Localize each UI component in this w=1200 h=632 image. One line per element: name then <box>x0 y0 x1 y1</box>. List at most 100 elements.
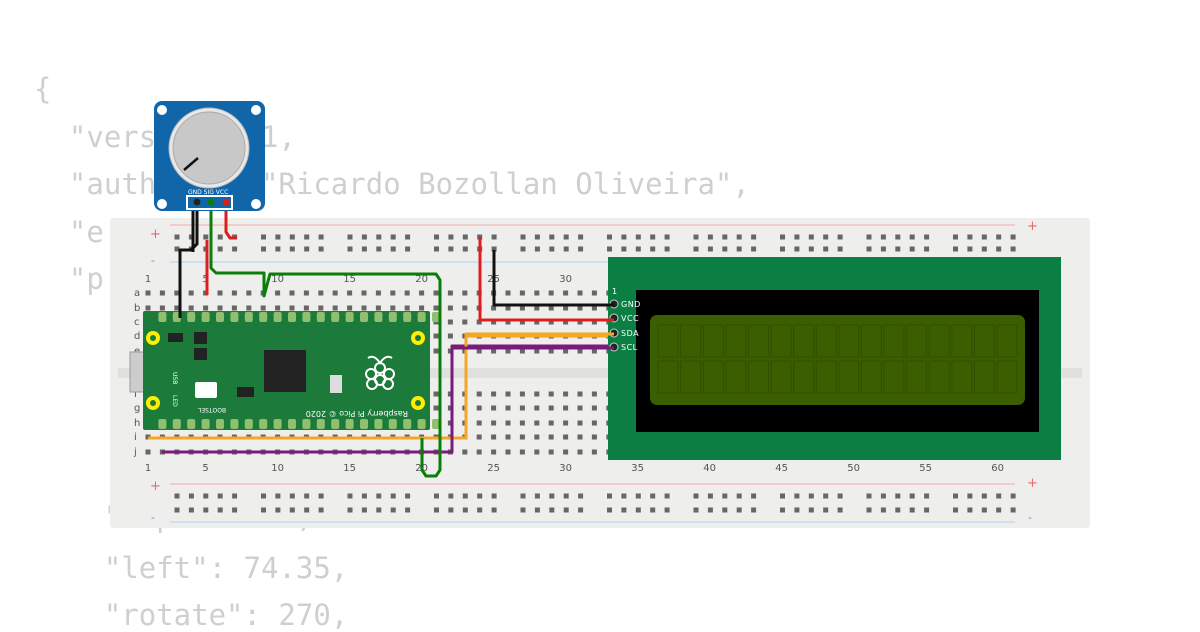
breadboard-hole <box>505 420 511 426</box>
rail-hole <box>780 493 785 499</box>
rail-hole <box>895 234 901 240</box>
rail-hole <box>304 493 310 499</box>
rail-plus-bottom-right: + <box>1027 476 1038 491</box>
rail-hole <box>520 246 526 252</box>
rail-hole <box>462 234 468 240</box>
rail-hole <box>405 246 411 252</box>
rail-hole <box>232 493 238 499</box>
breadboard-hole <box>361 290 367 296</box>
breadboard-hole <box>476 348 482 354</box>
pico-pin <box>403 312 412 322</box>
rail-hole <box>347 507 353 513</box>
pico-pin <box>388 419 397 429</box>
breadboard-hole <box>275 290 281 296</box>
breadboard-hole <box>433 290 439 296</box>
rail-hole <box>304 246 310 252</box>
pico-pin <box>259 312 268 322</box>
breadboard-hole <box>174 290 180 296</box>
breadboard-hole <box>433 405 439 411</box>
rail-hole <box>347 246 353 252</box>
pico-pin <box>345 419 354 429</box>
rail-hole <box>261 246 266 252</box>
wire-purple-long <box>162 344 614 454</box>
rail-minus-top-left: - <box>151 254 155 267</box>
rail-hole <box>837 246 843 252</box>
code-line: "vers 1, <box>68 120 296 154</box>
column-label-bottom: 45 <box>775 463 788 474</box>
rail-hole <box>736 507 742 513</box>
rail-hole <box>981 234 987 240</box>
rail-hole <box>1010 234 1016 240</box>
rail-hole <box>707 507 713 513</box>
pico-led-label: LED <box>171 395 178 407</box>
breadboard-hole <box>534 420 540 426</box>
rail-hole <box>967 493 973 499</box>
rail-hole <box>304 234 310 240</box>
breadboard-hole <box>505 319 511 325</box>
pico-pin <box>273 312 282 322</box>
rail-hole <box>1010 507 1016 513</box>
breadboard-hole <box>491 449 497 455</box>
rail-hole <box>909 493 915 499</box>
breadboard-hole <box>491 405 497 411</box>
rail-hole <box>289 507 295 513</box>
rail-hole <box>996 507 1002 513</box>
rail-hole <box>780 507 785 513</box>
breadboard-hole <box>591 405 597 411</box>
rail-hole <box>405 493 411 499</box>
rail-hole <box>361 246 367 252</box>
breadboard-hole <box>491 420 497 426</box>
breadboard-hole <box>447 319 453 325</box>
pico-pin <box>331 419 340 429</box>
breadboard-hole <box>476 434 482 440</box>
breadboard-hole <box>563 305 569 311</box>
rail-hole <box>217 507 223 513</box>
rail-hole <box>477 493 483 499</box>
breadboard-hole <box>563 319 569 325</box>
rail-hole <box>448 246 454 252</box>
breadboard-hole <box>447 420 453 426</box>
breadboard-hole <box>505 391 511 397</box>
breadboard-hole <box>563 348 569 354</box>
rail-hole <box>621 507 627 513</box>
rail-hole <box>996 246 1002 252</box>
rail-hole <box>549 246 555 252</box>
rail-hole <box>275 507 281 513</box>
pico-pin <box>374 312 383 322</box>
rail-plus-top-left: + <box>150 227 161 242</box>
rail-hole <box>578 246 584 252</box>
lcd-cell <box>815 360 837 394</box>
pico-pin <box>288 312 296 322</box>
rail-hole <box>275 246 281 252</box>
rail-hole <box>794 493 800 499</box>
breadboard-hole <box>519 449 525 455</box>
rail-hole <box>578 493 584 499</box>
rail-hole <box>390 234 396 240</box>
breadboard-hole <box>419 290 425 296</box>
column-label-top: 15 <box>343 274 356 285</box>
wire-black-lcd-gnd <box>492 250 614 307</box>
rail-hole <box>318 507 324 513</box>
column-label-top: 20 <box>415 274 428 285</box>
pico-pin <box>288 419 296 429</box>
breadboard-hole <box>491 319 497 325</box>
breadboard-hole <box>505 305 511 311</box>
lcd-cell <box>883 324 905 358</box>
row-label: d <box>134 331 140 342</box>
raspberry-pi-pico: Raspberry Pi Pico © 2020 USB BOOTSEL LED <box>129 311 440 430</box>
lcd-cell <box>996 360 1018 394</box>
rail-hole <box>866 234 872 240</box>
rail-hole <box>549 507 555 513</box>
rail-hole <box>607 493 612 499</box>
rail-hole <box>462 507 468 513</box>
rail-hole <box>578 234 584 240</box>
breadboard-hole <box>447 305 453 311</box>
rail-hole <box>347 234 353 240</box>
column-label-bottom: 40 <box>703 463 716 474</box>
lcd-cell <box>793 360 815 394</box>
rail-hole <box>563 246 569 252</box>
breadboard-hole <box>447 348 453 354</box>
rail-hole <box>736 246 742 252</box>
breadboard-hole <box>591 319 597 325</box>
